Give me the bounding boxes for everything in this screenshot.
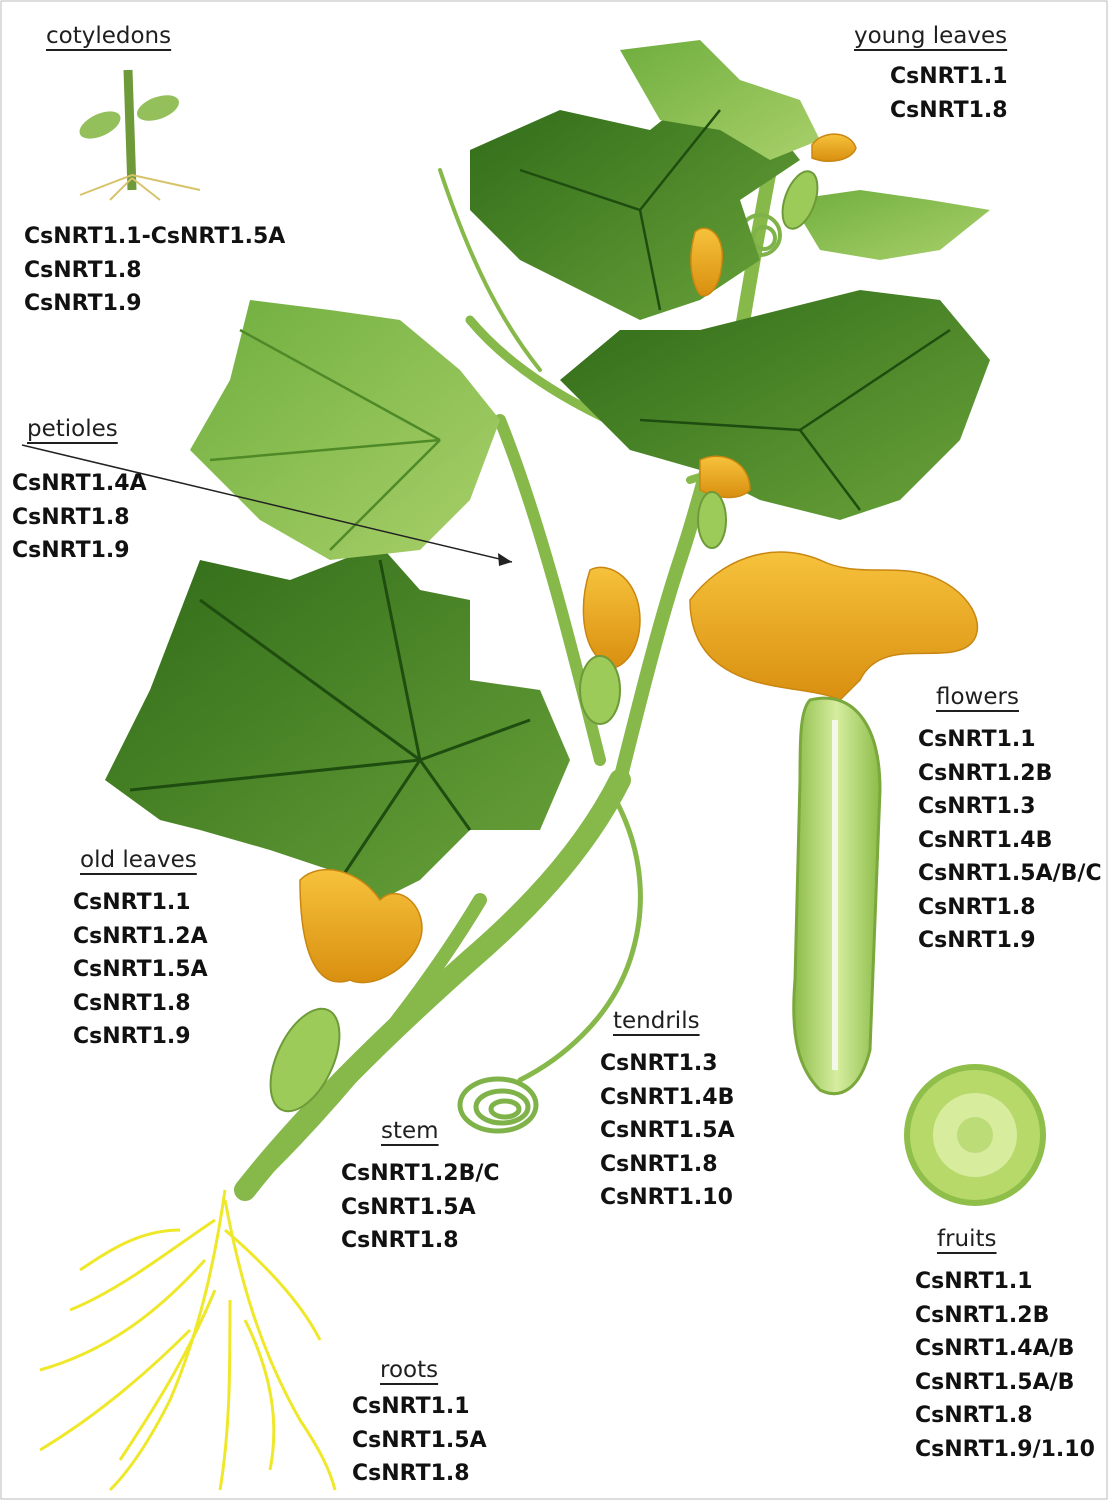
gene-item: CsNRT1.8 xyxy=(341,1224,500,1258)
gene-item: CsNRT1.1 xyxy=(918,723,1102,757)
gene-item: CsNRT1.9 xyxy=(73,1020,208,1054)
gene-item: CsNRT1.5A xyxy=(600,1114,735,1148)
gene-item: CsNRT1.8 xyxy=(890,94,1008,128)
fruits-title: fruits xyxy=(937,1225,1095,1253)
stem-label-group: stem CsNRT1.2B/C CsNRT1.5A CsNRT1.8 xyxy=(341,1117,500,1258)
roots-title: roots xyxy=(380,1356,487,1384)
stem-title: stem xyxy=(381,1117,500,1145)
gene-item: CsNRT1.8 xyxy=(24,254,285,288)
gene-item: CsNRT1.5A/B/C xyxy=(918,857,1102,891)
stem-gene-list: CsNRT1.2B/C CsNRT1.5A CsNRT1.8 xyxy=(341,1157,500,1258)
young-leaves-title: young leaves xyxy=(854,22,1008,50)
young-leaves-label-group: young leaves CsNRT1.1 CsNRT1.8 xyxy=(854,22,1008,127)
tendrils-title: tendrils xyxy=(613,1007,735,1035)
gene-item: CsNRT1.3 xyxy=(600,1047,735,1081)
gene-item: CsNRT1.8 xyxy=(918,891,1102,925)
gene-item: CsNRT1.3 xyxy=(918,790,1102,824)
gene-item: CsNRT1.4A/B xyxy=(915,1332,1095,1366)
fruits-label-group: fruits CsNRT1.1 CsNRT1.2B CsNRT1.4A/B Cs… xyxy=(915,1225,1095,1466)
gene-item: CsNRT1.1 xyxy=(890,60,1008,94)
tendrils-label-group: tendrils CsNRT1.3 CsNRT1.4B CsNRT1.5A Cs… xyxy=(600,1007,735,1215)
flowers-gene-list: CsNRT1.1 CsNRT1.2B CsNRT1.3 CsNRT1.4B Cs… xyxy=(918,723,1102,958)
gene-item: CsNRT1.8 xyxy=(915,1399,1095,1433)
gene-item: CsNRT1.1-CsNRT1.5A xyxy=(24,220,285,254)
cotyledons-label-group: cotyledons CsNRT1.1-CsNRT1.5A CsNRT1.8 C… xyxy=(24,22,285,321)
petioles-label-group: petioles CsNRT1.4A CsNRT1.8 CsNRT1.9 xyxy=(12,415,147,568)
gene-item: CsNRT1.1 xyxy=(352,1390,487,1424)
old-leaves-label-group: old leaves CsNRT1.1 CsNRT1.2A CsNRT1.5A … xyxy=(73,846,208,1054)
gene-item: CsNRT1.2B xyxy=(918,757,1102,791)
gene-item: CsNRT1.1 xyxy=(73,886,208,920)
tendrils-gene-list: CsNRT1.3 CsNRT1.4B CsNRT1.5A CsNRT1.8 Cs… xyxy=(600,1047,735,1215)
gene-item: CsNRT1.2B xyxy=(915,1299,1095,1333)
gene-item: CsNRT1.8 xyxy=(600,1148,735,1182)
gene-item: CsNRT1.2A xyxy=(73,920,208,954)
cotyledons-gene-list: CsNRT1.1-CsNRT1.5A CsNRT1.8 CsNRT1.9 xyxy=(24,220,285,321)
gene-item: CsNRT1.10 xyxy=(600,1181,735,1215)
old-leaves-gene-list: CsNRT1.1 CsNRT1.2A CsNRT1.5A CsNRT1.8 Cs… xyxy=(73,886,208,1054)
petioles-gene-list: CsNRT1.4A CsNRT1.8 CsNRT1.9 xyxy=(12,467,147,568)
roots-label-group: roots CsNRT1.1 CsNRT1.5A CsNRT1.8 xyxy=(352,1356,487,1491)
gene-item: CsNRT1.9 xyxy=(918,924,1102,958)
old-leaves-title: old leaves xyxy=(80,846,208,874)
gene-item: CsNRT1.5A xyxy=(352,1424,487,1458)
gene-item: CsNRT1.5A xyxy=(341,1191,500,1225)
long-fruit-graphic xyxy=(794,698,880,1093)
gene-item: CsNRT1.4B xyxy=(600,1081,735,1115)
gene-item: CsNRT1.4B xyxy=(918,824,1102,858)
gene-item: CsNRT1.9 xyxy=(12,534,147,568)
fruit-slice-graphic xyxy=(907,1067,1043,1203)
gene-item: CsNRT1.9 xyxy=(24,287,285,321)
gene-item: CsNRT1.4A xyxy=(12,467,147,501)
roots-graphic xyxy=(40,1190,335,1490)
gene-item: CsNRT1.5A/B xyxy=(915,1366,1095,1400)
cotyledons-title: cotyledons xyxy=(46,22,285,50)
gene-item: CsNRT1.9/1.10 xyxy=(915,1433,1095,1467)
flowers-title: flowers xyxy=(936,683,1102,711)
young-leaves-gene-list: CsNRT1.1 CsNRT1.8 xyxy=(890,60,1008,127)
gene-item: CsNRT1.2B/C xyxy=(341,1157,500,1191)
gene-item: CsNRT1.1 xyxy=(915,1265,1095,1299)
flowers-label-group: flowers CsNRT1.1 CsNRT1.2B CsNRT1.3 CsNR… xyxy=(918,683,1102,958)
gene-item: CsNRT1.8 xyxy=(73,987,208,1021)
roots-gene-list: CsNRT1.1 CsNRT1.5A CsNRT1.8 xyxy=(352,1390,487,1491)
fruits-gene-list: CsNRT1.1 CsNRT1.2B CsNRT1.4A/B CsNRT1.5A… xyxy=(915,1265,1095,1466)
gene-item: CsNRT1.8 xyxy=(12,501,147,535)
gene-item: CsNRT1.5A xyxy=(73,953,208,987)
gene-item: CsNRT1.8 xyxy=(352,1457,487,1491)
petioles-title: petioles xyxy=(27,415,147,443)
